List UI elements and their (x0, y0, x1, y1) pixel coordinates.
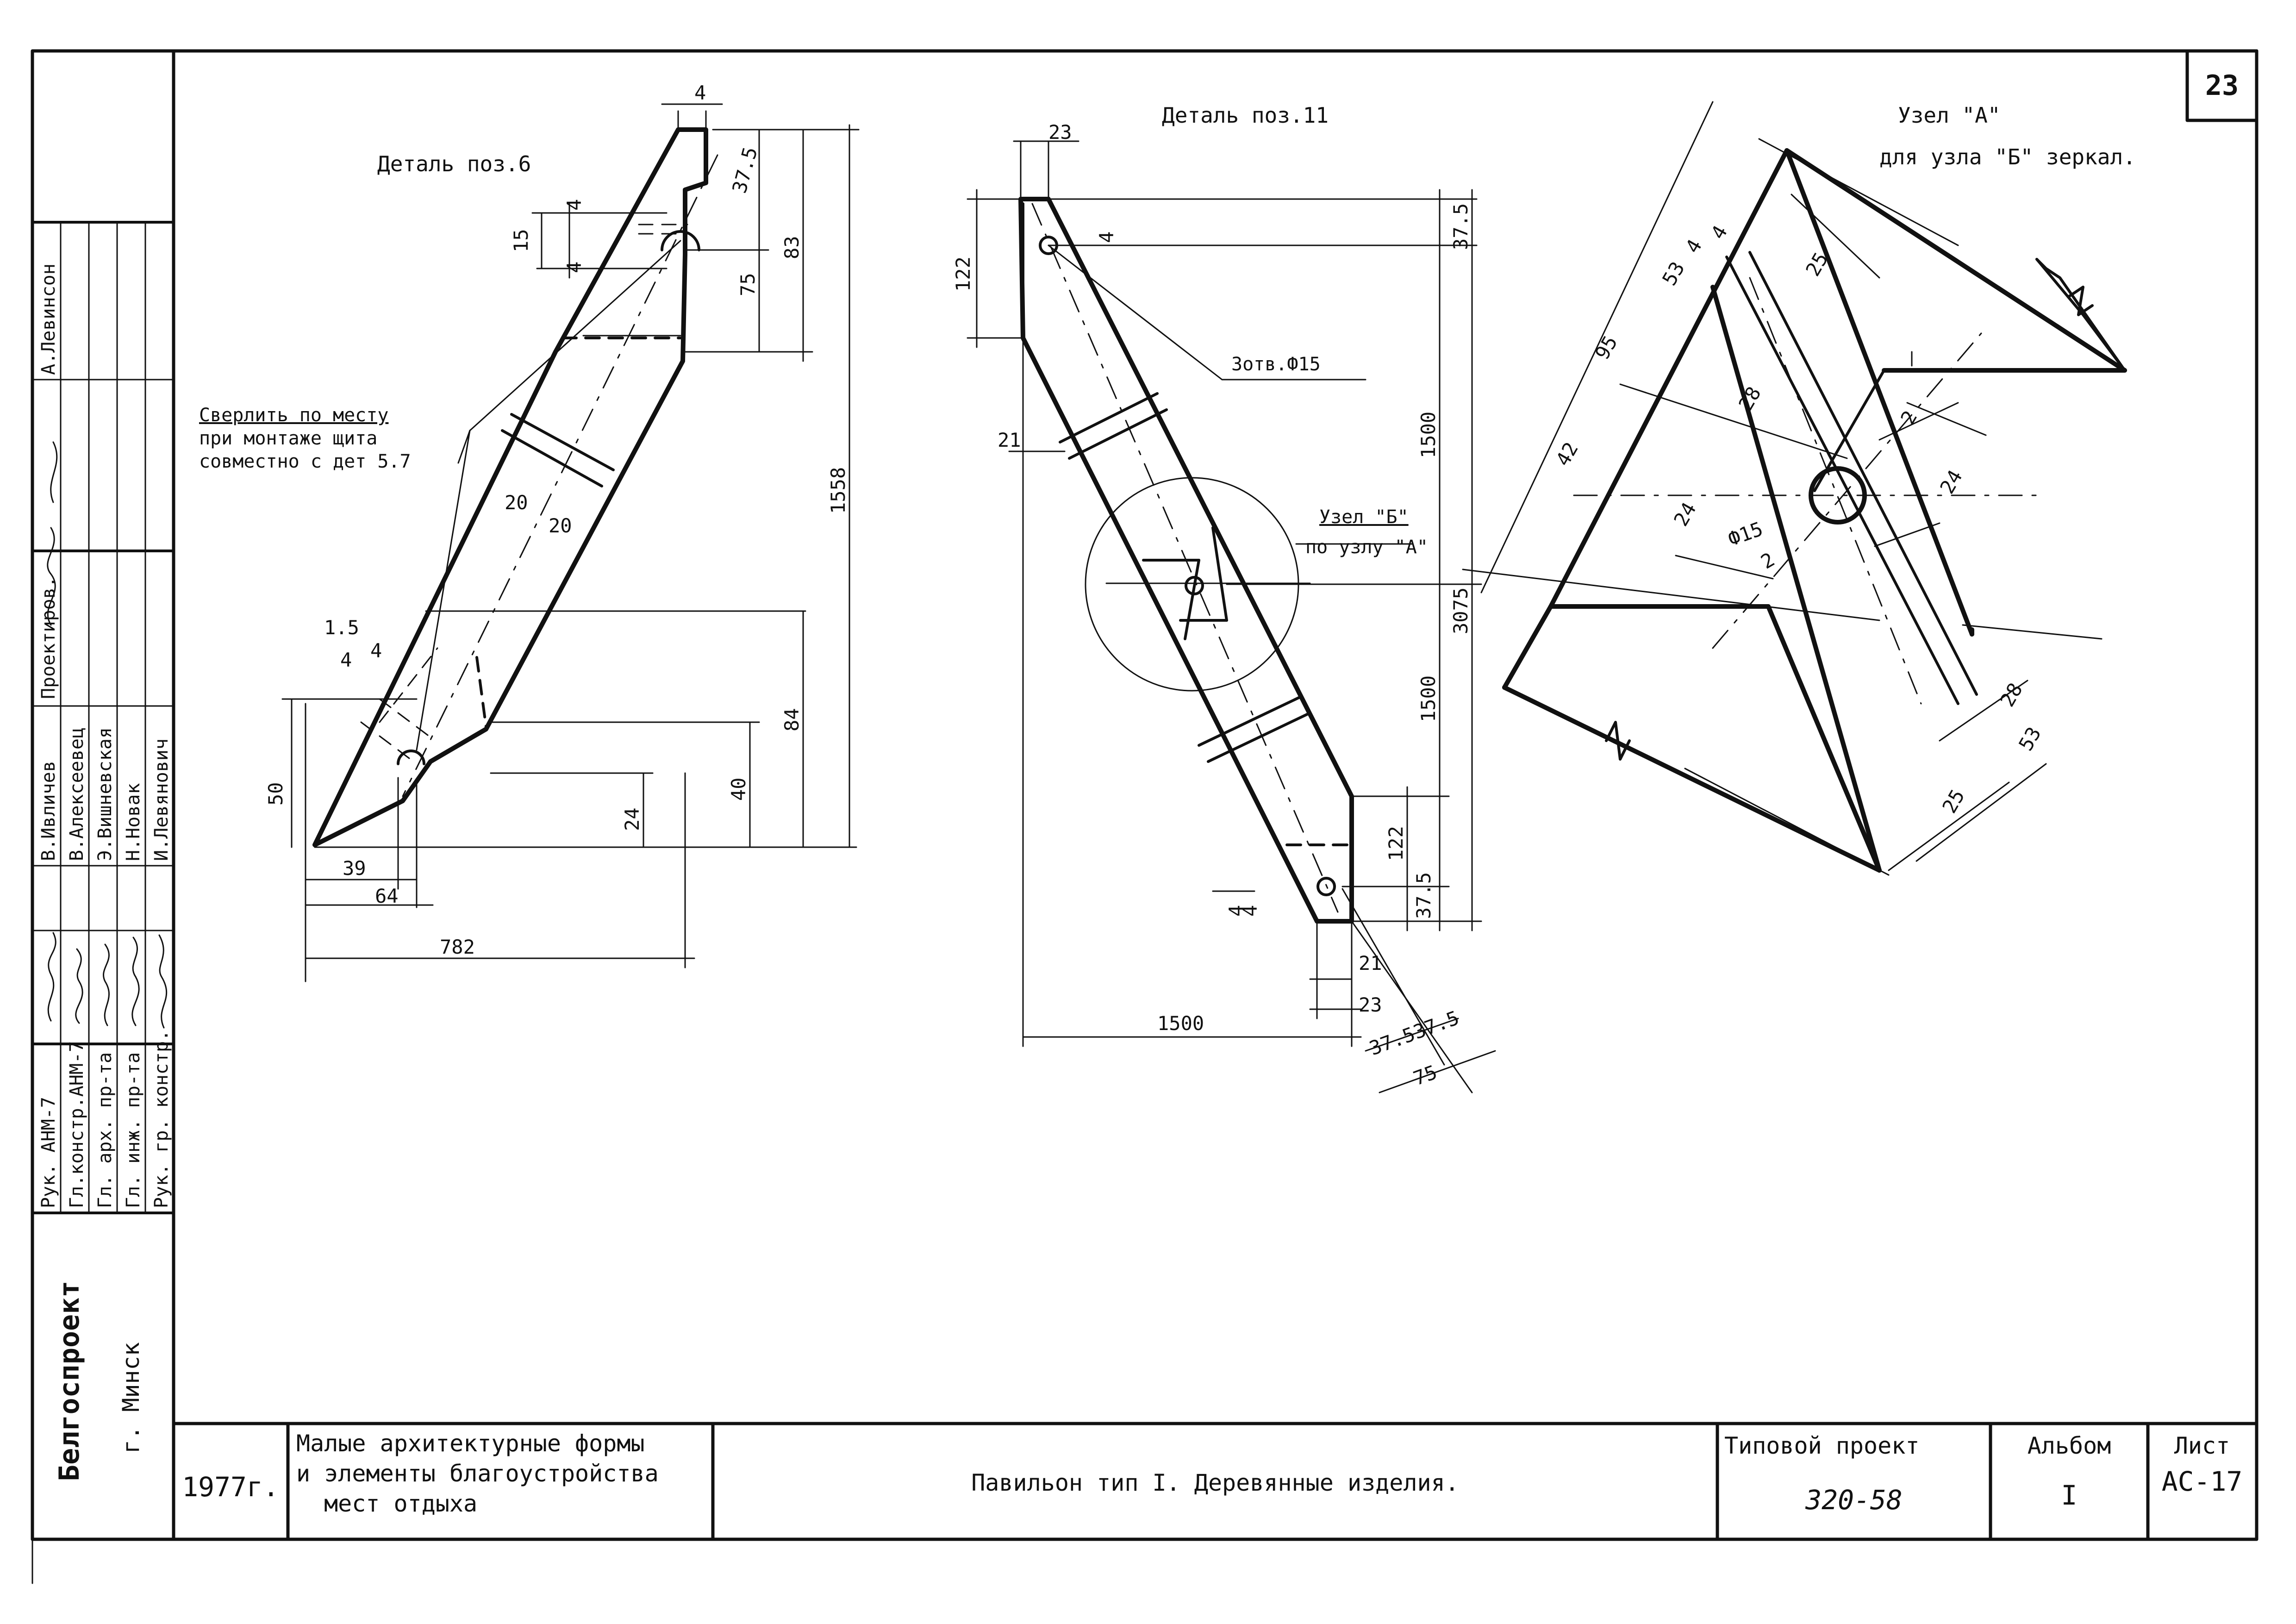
left-stamp: Рук. АНМ-7 Гл.констр.АНМ-7 Гл. арх. пр-т… (31, 221, 175, 1481)
pos6-dim-7: 75 (736, 273, 759, 296)
sheet-number: 23 (2205, 69, 2239, 102)
stamp-name-3: Э.Вишневская (94, 727, 116, 861)
detail-node-a: Узел "А" для узла "Б" зеркал. (1462, 101, 2136, 876)
stamp-name-2: В.Алексеевец (66, 727, 87, 861)
pos11-hole-note: 3отв.Ф15 (1231, 354, 1321, 375)
pos6-dim-13: 4 (370, 639, 382, 662)
stamp-org: Белгоспроект (53, 1281, 86, 1481)
stamp-role-1: Рук. АНМ-7 (38, 1097, 59, 1208)
nodea-dim-8: 2 (1896, 407, 1922, 428)
pos6-dim-17: 24 (621, 807, 643, 831)
pos11-dim-14: 23 (1359, 993, 1382, 1016)
stamp-role-2: Гл.констр.АНМ-7 (66, 1041, 87, 1208)
nodea-dim-4: 4 (1706, 222, 1732, 243)
nodea-title-2: для узла "Б" зеркал. (1879, 144, 2136, 169)
nodea-dim-1: 95 (1591, 332, 1622, 363)
pos11-dim-1: 23 (1048, 121, 1072, 144)
nodea-dim-12: 2 (1757, 548, 1778, 574)
nodea-dim-7: 28 (1734, 383, 1766, 414)
tb-project-number: 320-58 (1805, 1484, 1903, 1516)
pos11-node-ref-1: Узел "Б" (1319, 506, 1409, 528)
pos6-note-2: при монтаже щита (199, 428, 377, 449)
pos11-node-ref-2: по узлу "А" (1305, 537, 1428, 558)
nodea-title-1: Узел "А" (1898, 103, 2001, 128)
pos11-dim-2: 4 (1095, 231, 1118, 243)
pos6-dim-5: 15 (510, 229, 532, 252)
pos11-dim-10: 4 (1225, 905, 1248, 917)
pos6-note-3: совместно с дет 5.7 (199, 451, 411, 472)
pos11-dim-18: 75 (1410, 1061, 1440, 1090)
pos11-dim-3: 122 (952, 256, 974, 292)
nodea-dim-6: 42 (1551, 438, 1583, 470)
pos11-dim-8: 1500 (1417, 675, 1440, 722)
tb-year: 1977г. (182, 1471, 279, 1503)
tb-album-title-3: мест отдыха (324, 1490, 477, 1517)
nodea-dim-2: 53 (1658, 258, 1689, 289)
pos6-dim-15: 50 (264, 782, 287, 806)
pos11-dim-16: 37.5 (1366, 1023, 1418, 1060)
tb-project-label: Типовой проект (1724, 1432, 1919, 1459)
pos11-dim-5: 21 (998, 429, 1021, 451)
nodea-dim-9: 24 (1935, 466, 1967, 498)
pos6-dim-4: 4 (563, 199, 586, 211)
stamp-designer-name: А.Левинсон (38, 263, 59, 375)
pos11-dim-9: 122 (1385, 826, 1407, 861)
pos11-dim-13: 21 (1359, 952, 1382, 974)
pos6-outline (312, 127, 708, 847)
pos6-note-1: Сверлить по месту (199, 405, 388, 426)
stamp-role-5: Рук. гр. констр. (151, 1030, 172, 1208)
pos6-dim-14: 84 (780, 708, 803, 731)
stamp-city: г. Минск (118, 1342, 144, 1454)
pos11-dim-15: 1500 (1157, 1012, 1204, 1035)
title-block (172, 1422, 2259, 1541)
nodea-dim-3: 4 (1681, 236, 1706, 257)
stamp-name-1: В.Ивличев (38, 761, 59, 861)
pos6-dim-6: 4 (563, 262, 586, 273)
nodea-dim-14: 53 (2014, 723, 2046, 755)
pos6-dim-1: 4 (694, 81, 706, 104)
detail-pos6: Деталь поз.6 Сверлить по месту при монта… (199, 81, 860, 982)
stamp-role-4: Гл. инж. пр-та (123, 1052, 144, 1208)
pos11-title: Деталь поз.11 (1162, 103, 1329, 128)
pos6-dim-16: 40 (727, 777, 750, 801)
detail-pos11: Деталь поз.11 3отв.Ф15 Узел "Б" по узлу … (952, 103, 1496, 1093)
pos11-dim-11: 4 (1239, 905, 1261, 917)
tb-list-label: Лист (2174, 1432, 2230, 1459)
pos6-dim-10: 20 (549, 514, 572, 537)
tb-album-title-2: и элементы благоустройства (296, 1460, 659, 1487)
signatures (47, 441, 168, 1029)
stamp-role-3: Гл. арх. пр-та (94, 1052, 116, 1208)
pos11-dim-7: 3075 (1449, 587, 1472, 634)
tb-album-number: I (2061, 1480, 2078, 1511)
pos6-title: Деталь поз.6 (377, 151, 531, 176)
tb-list-number: АС-17 (2162, 1466, 2243, 1497)
pos6-dim-2: 37.5 (728, 144, 762, 195)
pos6-dim-12: 4 (340, 649, 352, 671)
pos6-dim-19: 64 (375, 885, 399, 907)
stamp-name-4: Н.Новак (123, 783, 144, 861)
nodea-dim-11: Ф15 (1725, 517, 1766, 550)
pos11-dim-17: 37.5 (1410, 1006, 1462, 1044)
tb-sheet-title: Павильон тип I. Деревянные изделия. (971, 1469, 1459, 1496)
pos11-dim-6: 1500 (1417, 412, 1440, 458)
nodea-dim-15: 25 (1938, 786, 1969, 817)
tb-album-label: Альбом (2028, 1432, 2111, 1459)
nodea-outline (1548, 148, 2127, 609)
sheet-frame (31, 49, 2259, 1584)
pos6-dim-9: 20 (505, 491, 528, 514)
pos6-dim-3: 83 (780, 236, 803, 259)
pos6-dim-18: 39 (343, 857, 366, 880)
pos6-dim-8: 1558 (827, 467, 849, 514)
pos11-dim-12: 37.5 (1412, 872, 1435, 919)
stamp-name-5: И.Левянович (151, 738, 172, 861)
pos6-dim-11: 1.5 (324, 616, 359, 639)
pos11-dim-4: 37.5 (1449, 203, 1472, 250)
pos6-dim-20: 782 (440, 936, 475, 958)
stamp-designer-label: Проектиров. (38, 576, 59, 699)
nodea-dim-10: 24 (1669, 499, 1701, 530)
tb-album-title-1: Малые архитектурные формы (296, 1430, 645, 1457)
